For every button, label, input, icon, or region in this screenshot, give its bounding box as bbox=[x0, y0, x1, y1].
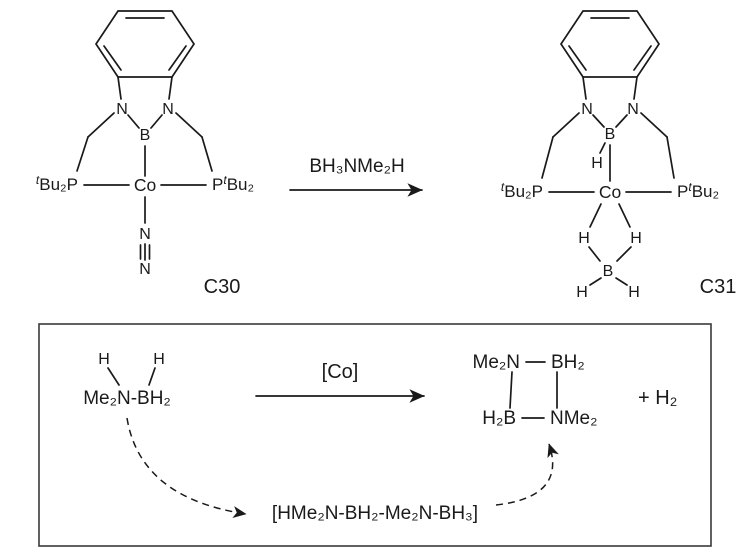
mechanism-box: H H Me₂N-BH₂ [Co] Me₂N BH₂ H₂B NMe₂ + H₂… bbox=[38, 323, 712, 547]
c30-dinitrogen-inner-label: N bbox=[139, 226, 151, 243]
c31-terminal-h-right-label: H bbox=[628, 284, 640, 301]
dashed-arrow-to-product bbox=[495, 443, 559, 506]
c30-bond-lines bbox=[76, 76, 213, 261]
c30-compound-label: C30 bbox=[204, 276, 241, 298]
tbu2p-text: Bu₂P bbox=[504, 182, 543, 201]
c30-cobalt-label: Co bbox=[134, 175, 156, 195]
dashed-arrow-to-intermediate bbox=[126, 417, 247, 519]
c31-boron-h-label: H bbox=[591, 155, 603, 172]
c31-bridging-h-right-label: H bbox=[630, 230, 642, 247]
c31-n-right-label: N bbox=[627, 101, 639, 118]
superscript-t: t bbox=[36, 173, 40, 187]
superscript-t: t bbox=[501, 180, 505, 194]
c30-n-right-label: N bbox=[162, 101, 174, 118]
superscript-t: t bbox=[688, 180, 692, 194]
amine-borane-formula: Me₂N-BH₂ bbox=[83, 388, 171, 409]
c30-dinitrogen-outer-label: N bbox=[139, 261, 151, 278]
dimer-bottom-left-label: H₂B bbox=[482, 408, 516, 429]
benzene-ring bbox=[94, 10, 196, 78]
reaction-arrow-group: BH₃NMe₂H bbox=[289, 156, 423, 197]
c31-boron-label: B bbox=[605, 126, 616, 143]
catalyst-label: [Co] bbox=[322, 361, 359, 383]
amine-borane-bh-label: H bbox=[153, 351, 165, 368]
cyclic-dimer-product: Me₂N BH₂ H₂B NMe₂ bbox=[473, 352, 598, 429]
c30-boron-label: B bbox=[140, 127, 151, 144]
reagent-label: BH₃NMe₂H bbox=[309, 156, 404, 177]
tbu2p-text: Bu₂P bbox=[39, 175, 78, 194]
bu2-text: Bu₂ bbox=[227, 175, 254, 194]
c31-phosphine-left-label: tBu₂P bbox=[501, 180, 543, 201]
hydrogen-byproduct-label: + H₂ bbox=[638, 387, 677, 409]
c31-cobalt-label: Co bbox=[599, 182, 621, 202]
c31-borohydride-b-label: B bbox=[603, 263, 614, 280]
c31-n-left-label: N bbox=[581, 101, 593, 118]
c31-bridging-h-left-label: H bbox=[578, 230, 590, 247]
bu2-text: Bu₂ bbox=[692, 182, 719, 201]
dimer-bottom-right-label: NMe₂ bbox=[550, 408, 598, 429]
amine-borane-molecule: H H Me₂N-BH₂ bbox=[83, 351, 171, 409]
superscript-t: t bbox=[223, 173, 227, 187]
benzene-ring bbox=[559, 10, 661, 78]
c30-phosphine-left-label: tBu₂P bbox=[36, 173, 78, 194]
c31-bond-lines bbox=[541, 76, 675, 286]
c30-phosphine-right-label: PtBu₂ bbox=[212, 173, 254, 194]
p-text: P bbox=[677, 182, 688, 201]
dimer-top-right-label: BH₂ bbox=[551, 352, 585, 373]
c31-terminal-h-left-label: H bbox=[576, 284, 588, 301]
box-frame bbox=[38, 323, 712, 547]
dimer-top-left-label: Me₂N bbox=[473, 352, 521, 373]
c31-phosphine-right-label: PtBu₂ bbox=[677, 180, 719, 201]
amine-borane-nh-label: H bbox=[98, 351, 110, 368]
complex-c31: N N B H Co tBu₂P PtBu₂ H H B H H C31 bbox=[501, 10, 737, 301]
c31-compound-label: C31 bbox=[700, 276, 737, 298]
c30-n-left-label: N bbox=[116, 101, 128, 118]
intermediate-formula: [HMe₂N-BH₂-Me₂N-BH₃] bbox=[272, 503, 478, 524]
p-text: P bbox=[212, 175, 223, 194]
complex-c30: N N B Co tBu₂P PtBu₂ N N C30 bbox=[36, 10, 254, 298]
